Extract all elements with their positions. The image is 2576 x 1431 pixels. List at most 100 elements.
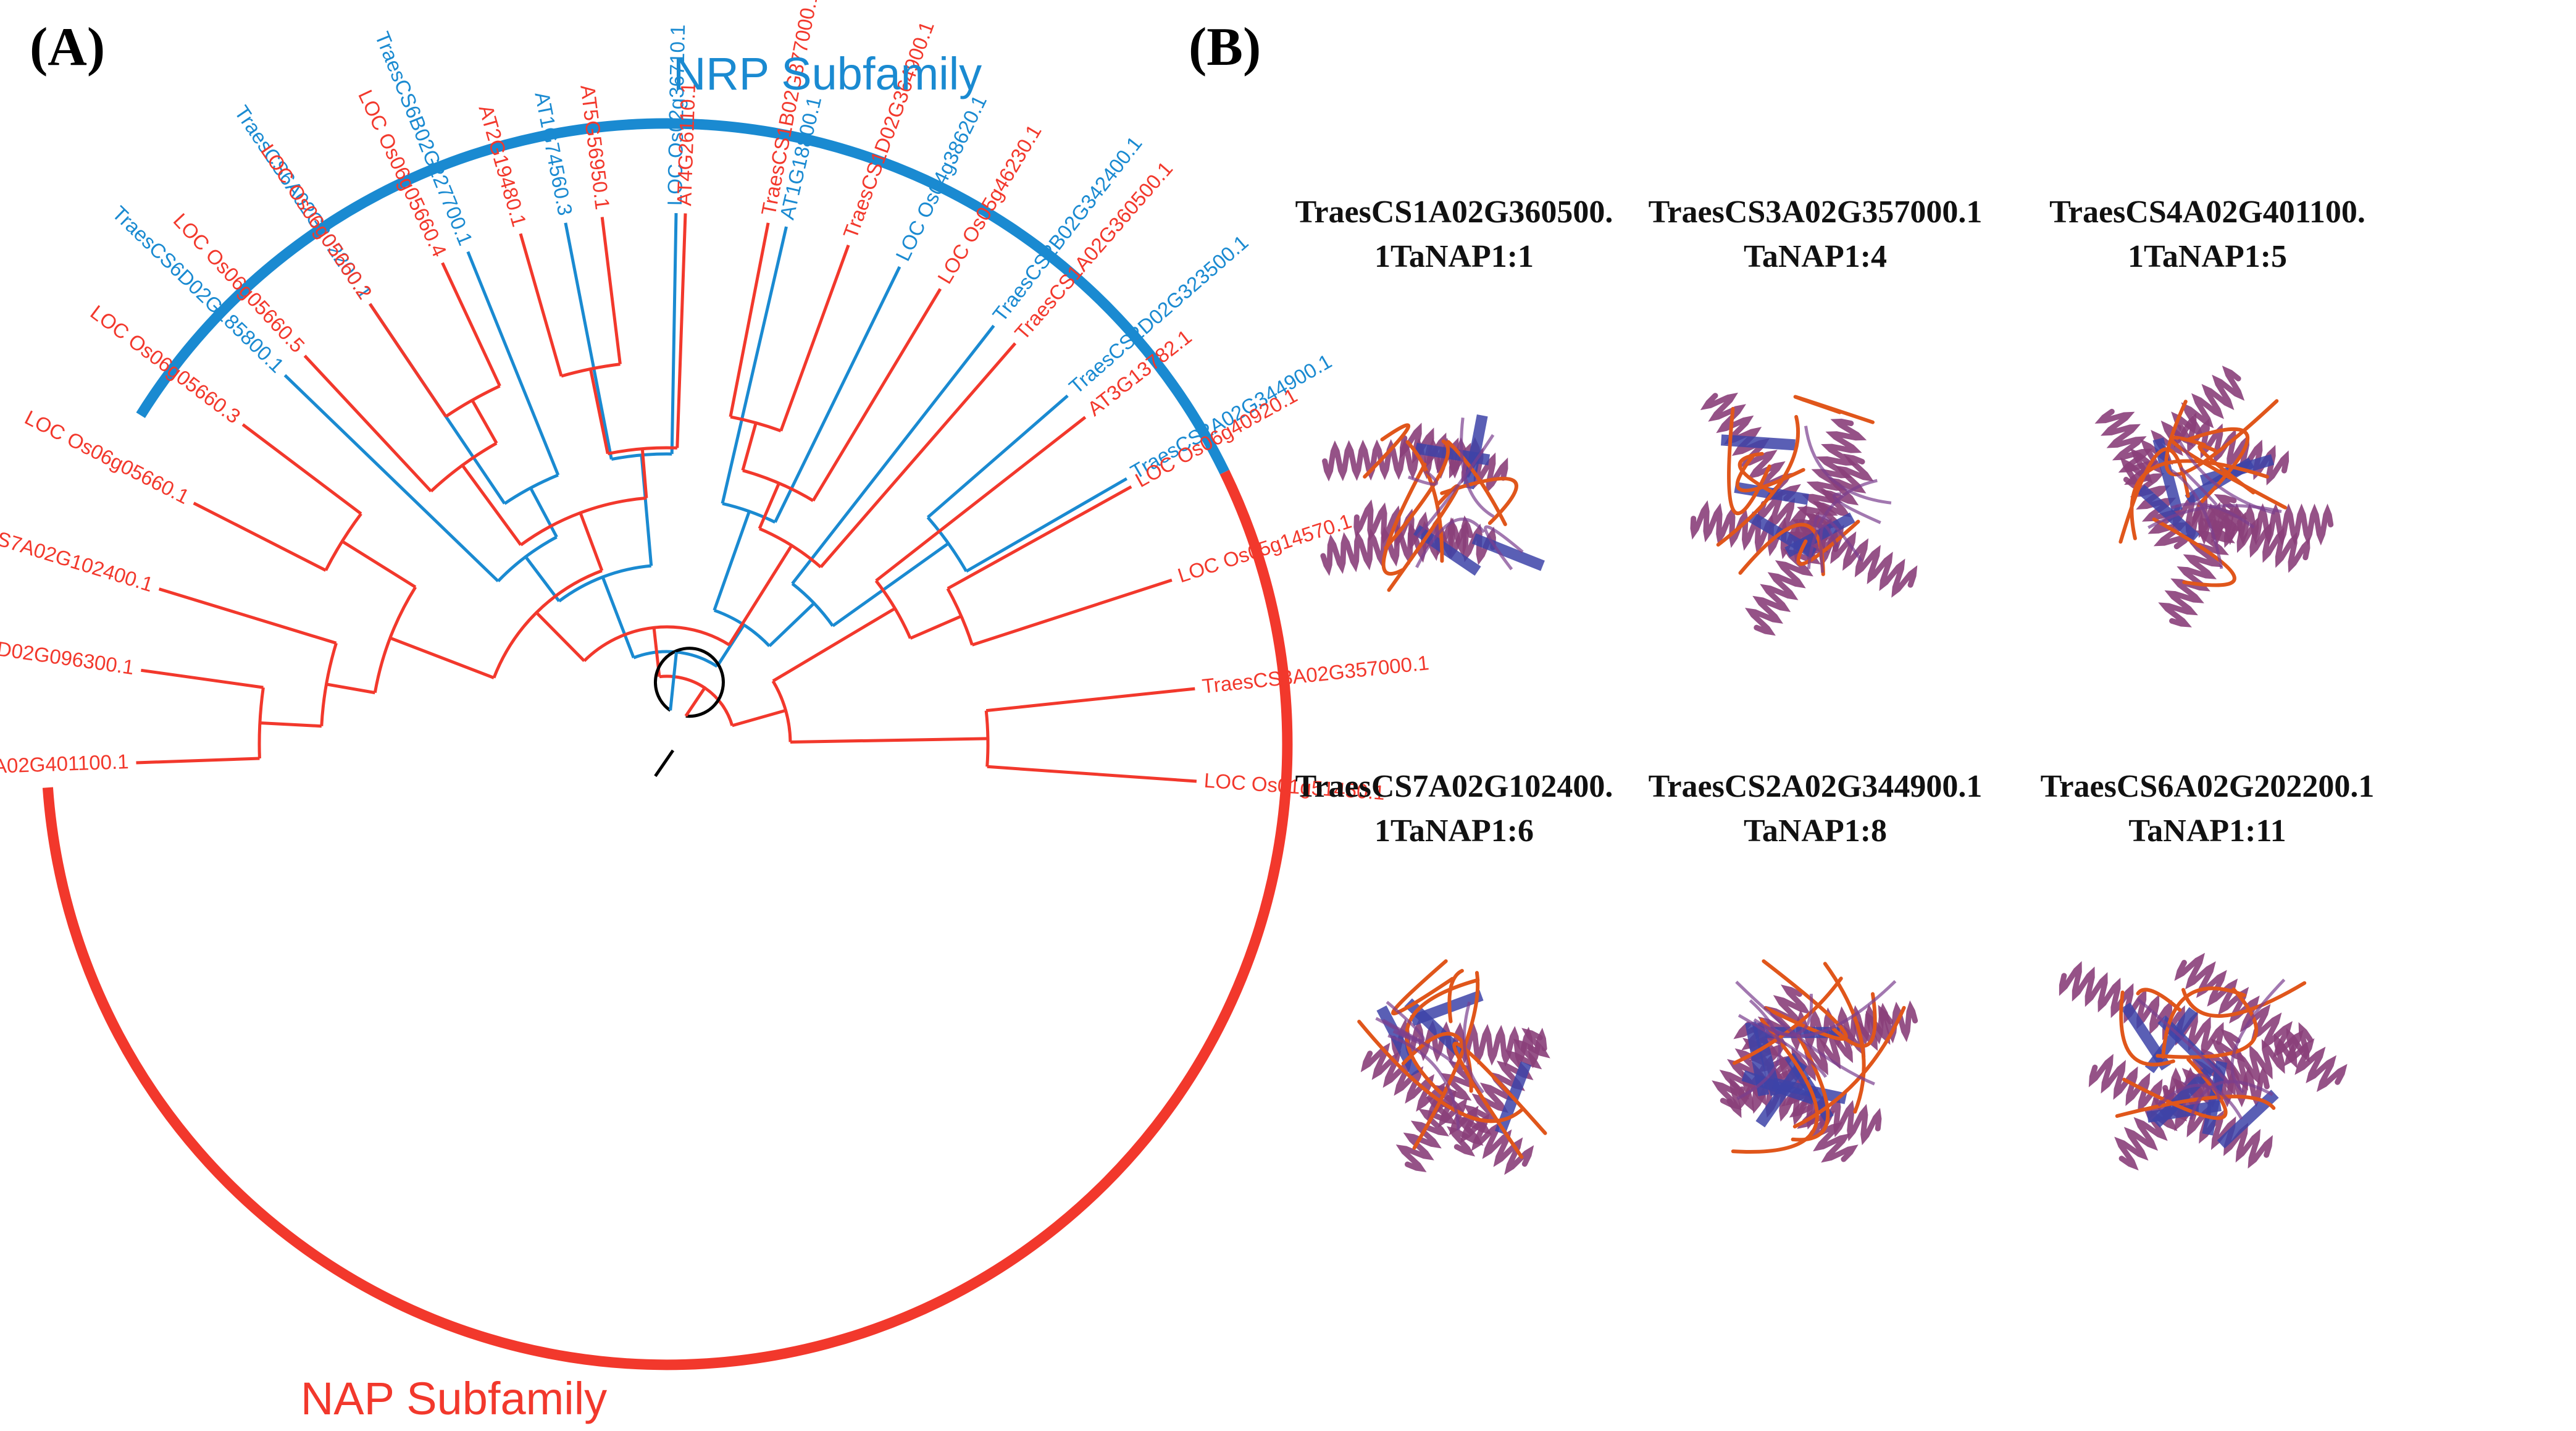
helix — [1360, 1043, 1534, 1175]
helix — [2158, 494, 2248, 627]
coil — [1382, 1018, 1455, 1065]
branch-line — [791, 324, 995, 585]
branch-line — [926, 394, 1069, 519]
structure-title-line1: TraesCS1A02G360500. — [1295, 195, 1613, 230]
branch-line — [729, 222, 770, 418]
branch-line — [524, 555, 561, 602]
branch-line — [535, 611, 585, 662]
branch-line — [136, 757, 260, 765]
helix — [2185, 503, 2334, 546]
coil — [2136, 997, 2231, 1085]
leaf-label: AT5G56950.1 — [576, 83, 614, 211]
coil — [2189, 1080, 2273, 1120]
branch-line — [985, 687, 1195, 713]
structure-card: TraesCS4A02G401100. 1TaNAP1:5 — [2049, 195, 2365, 627]
structure-title-line2: TaNAP1:11 — [2128, 813, 2286, 849]
structure-title-line2: 1TaNAP1:5 — [2128, 239, 2287, 274]
loop — [2136, 988, 2182, 1012]
loop — [2186, 427, 2249, 507]
branch-line — [819, 342, 1017, 568]
beta-strand — [1752, 1021, 1782, 1096]
coil — [1807, 479, 1878, 569]
nap-clade-arc — [42, 469, 1293, 1370]
loop — [1363, 423, 1410, 479]
leaf-label: LOC Os06g05660.2 — [256, 140, 377, 303]
coil — [2183, 1073, 2221, 1101]
beta-strand — [2152, 437, 2183, 513]
branch-line — [768, 602, 816, 647]
leaf-label: TraesCS4A02G401100.1 — [0, 750, 129, 781]
beta-strand — [1745, 1021, 1770, 1097]
loop — [1384, 439, 1450, 550]
leaf-label: LOC Os06g40920.1 — [1131, 384, 1301, 492]
nrp-clade-arc — [136, 118, 1229, 475]
structure-title-line2: TaNAP1:4 — [1744, 239, 1887, 274]
structure-title-line1: TraesCS7A02G102400. — [1295, 769, 1613, 804]
branch-line — [971, 578, 1173, 647]
loop — [2156, 987, 2259, 1059]
leaf-label: LOC Os06g05660.1 — [21, 406, 193, 508]
loop — [1762, 959, 1848, 1041]
branch-line — [779, 245, 850, 432]
loop — [1731, 1018, 1819, 1154]
coil — [1736, 999, 1781, 1101]
beta-strand — [2217, 1089, 2279, 1149]
coil — [1387, 1034, 1460, 1131]
branch-line — [670, 213, 678, 455]
branch-line — [241, 423, 362, 515]
panel-b-label: (B) — [1189, 17, 1261, 77]
branch-line — [461, 464, 522, 546]
coil — [2147, 504, 2282, 529]
clade-arcs — [42, 118, 1293, 1370]
branch-line — [283, 374, 500, 582]
leaf-label: AT2G19480.1 — [475, 103, 532, 229]
branch-line — [910, 615, 962, 640]
beta-strand — [1721, 434, 1796, 451]
panel-a-label: (A) — [30, 17, 105, 77]
branch-line — [519, 233, 563, 377]
branch-line — [741, 422, 758, 471]
structure-title-line1: TraesCS3A02G357000.1 — [1649, 195, 1983, 230]
helix — [1395, 1060, 1479, 1172]
branch-line — [579, 512, 604, 571]
clade-label-nap: NAP Subfamily — [301, 1373, 607, 1424]
branch-line — [790, 737, 988, 744]
loop — [1792, 1005, 1906, 1129]
structure-grid: TraesCS1A02G360500. 1TaNAP1:1 TraesCS3A02G… — [1295, 195, 2375, 1175]
protein-structure-image — [1690, 392, 1918, 636]
branch-line — [732, 708, 787, 728]
branch-line — [601, 576, 635, 658]
branch-arc — [558, 564, 651, 603]
beta-strand — [1415, 442, 1491, 466]
loop — [2161, 986, 2246, 1059]
branch-arc — [324, 513, 362, 571]
coil — [1804, 426, 1892, 505]
structure-card: TraesCS7A02G102400. 1TaNAP1:6 — [1295, 769, 1613, 1175]
coil — [1462, 1001, 1485, 1094]
structure-title-line2: 1TaNAP1:1 — [1374, 239, 1534, 274]
leaf-label: AT1G74560.3 — [530, 90, 577, 217]
branch-line — [600, 217, 622, 364]
branch-line — [675, 213, 687, 448]
leaf-label: TraesCS3A02G357000.1 — [1201, 651, 1430, 697]
tree-branches — [136, 213, 1197, 783]
clade-label-nrp: NRP Subfamily — [673, 48, 982, 99]
root-branch — [654, 749, 675, 778]
loop — [2152, 517, 2236, 587]
protein-structure-image — [1712, 959, 1918, 1163]
beta-strand — [2137, 484, 2200, 543]
branch-line — [141, 668, 264, 689]
loop — [2119, 990, 2175, 1067]
branch-line — [259, 721, 322, 728]
structure-title-line1: TraesCS4A02G401100. — [2049, 195, 2365, 230]
protein-structure-image — [2059, 952, 2348, 1171]
branch-line — [774, 266, 901, 523]
coil — [1386, 1001, 1425, 1043]
structure-title-line2: 1TaNAP1:6 — [1374, 813, 1534, 849]
structure-title-line2: TaNAP1:8 — [1744, 813, 1887, 849]
structure-title-line1: TraesCS6A02G202200.1 — [2041, 769, 2375, 804]
beta-strand — [1471, 533, 1545, 571]
leaf-label: TraesCS7D02G096300.1 — [0, 624, 135, 679]
branch-line — [341, 540, 417, 589]
branch-line — [947, 485, 1132, 590]
